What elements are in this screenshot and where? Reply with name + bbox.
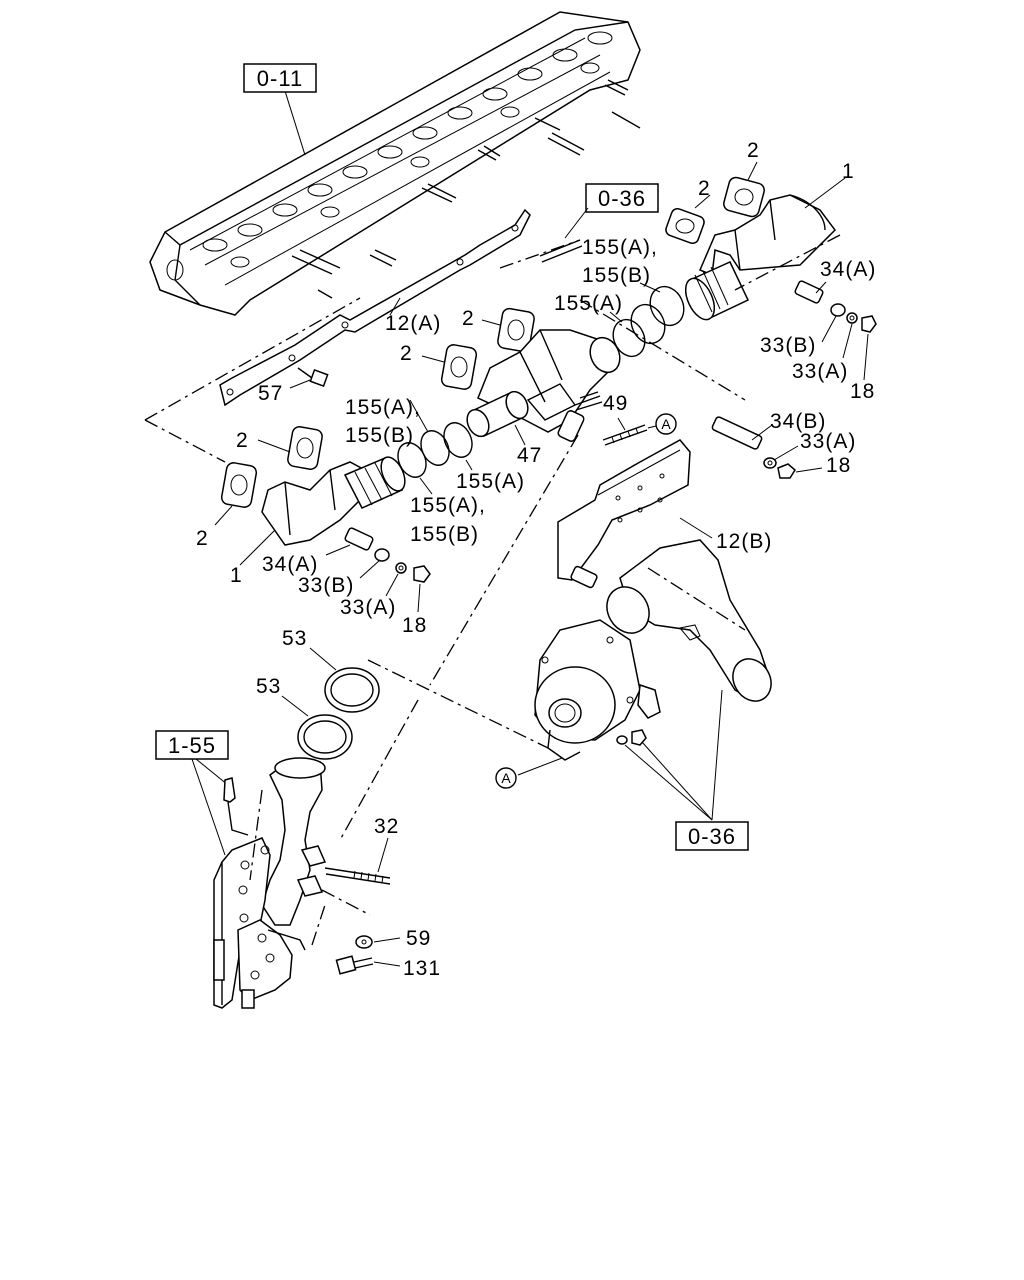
cylinder-head: [149, 11, 641, 316]
gasket-2-mid-b: [440, 344, 478, 390]
label-34a-top: 34(A): [820, 258, 876, 281]
bolt-131: [335, 955, 374, 975]
stud-32: [324, 867, 391, 885]
svg-text:A: A: [661, 416, 671, 432]
label-18-mid: 18: [826, 454, 851, 477]
label-53-a: 53: [282, 627, 307, 650]
label-155-low-c: 155(A): [456, 470, 525, 493]
label-57: 57: [258, 382, 283, 405]
label-2-low-a: 2: [236, 429, 249, 452]
label-53-b: 53: [256, 675, 281, 698]
gasket-2-top-b: [723, 176, 765, 218]
svg-text:A: A: [501, 770, 511, 786]
gasket-2-low-b: [220, 462, 258, 508]
gasket-2-top-a: [665, 207, 705, 245]
turbocharger: [534, 539, 772, 761]
label-18-top: 18: [850, 380, 875, 403]
seal-ring-53-lower: [297, 714, 353, 760]
gasket-2-low-a: [287, 426, 323, 470]
label-33a-top: 33(A): [792, 360, 848, 383]
ref-turbo-upper: 0-36: [598, 186, 646, 211]
label-49: 49: [603, 392, 628, 415]
ref-box-turbo-lower[interactable]: [675, 821, 749, 851]
label-131: 131: [403, 957, 441, 980]
label-12a: 12(A): [385, 312, 441, 335]
label-2-low-b: 2: [196, 527, 209, 550]
label-33a-low: 33(A): [340, 596, 396, 619]
label-155-mid-b: 155(B): [345, 424, 414, 447]
marker-a-upper: [655, 413, 677, 435]
exhaust-manifold-lower: [261, 456, 406, 546]
gasket-12a: [219, 208, 531, 407]
label-47: 47: [517, 444, 542, 467]
label-2-mid-a: 2: [462, 307, 475, 330]
label-2-top-a: 2: [698, 177, 711, 200]
label-34b: 34(B): [770, 410, 826, 433]
label-33b-low: 33(B): [298, 574, 354, 597]
ref-oil-filter: 1-55: [168, 733, 216, 758]
label-12b: 12(B): [716, 530, 772, 553]
label-2-top-b: 2: [747, 139, 760, 162]
label-155-low-a: 155(A),: [410, 494, 486, 517]
label-59: 59: [406, 927, 431, 950]
label-33a-mid: 33(A): [800, 430, 856, 453]
label-34a-low: 34(A): [262, 553, 318, 576]
label-155-top-c: 155(A): [554, 292, 623, 315]
bolt-57: [297, 367, 329, 387]
gasket-2-mid-a: [497, 307, 535, 353]
label-32: 32: [374, 815, 399, 838]
seal-ring-53-upper: [324, 667, 380, 713]
label-155-top-b: 155(B): [582, 264, 651, 287]
exhaust-manifold-upper: [684, 194, 836, 321]
label-1-top: 1: [842, 160, 855, 183]
heat-shield-12b: [557, 439, 691, 589]
marker-a-lower: [495, 767, 517, 789]
sleeve-34a-top: [794, 280, 877, 333]
ref-cylinder-head: 0-11: [257, 66, 303, 91]
label-33b-top: 33(B): [760, 334, 816, 357]
ref-box-cylinder-head[interactable]: [243, 63, 317, 93]
label-155-mid-a: 155(A),: [345, 396, 421, 419]
gasket-59: [355, 935, 373, 949]
ref-box-oil-filter[interactable]: [155, 730, 229, 760]
ring-47: [466, 390, 529, 438]
sleeve-34b: [711, 416, 796, 479]
ref-turbo-lower: 0-36: [688, 824, 736, 849]
label-155-low-b: 155(B): [410, 523, 479, 546]
ref-box-turbo-upper[interactable]: [585, 183, 659, 213]
oil-pipe-assembly: [213, 757, 327, 1009]
stud-49: [602, 424, 648, 446]
label-155-top-a: 155(A),: [582, 236, 658, 259]
label-2-mid-b: 2: [400, 342, 413, 365]
label-1-low: 1: [230, 564, 243, 587]
label-18-low: 18: [402, 614, 427, 637]
sleeve-34a-low: [344, 527, 431, 583]
